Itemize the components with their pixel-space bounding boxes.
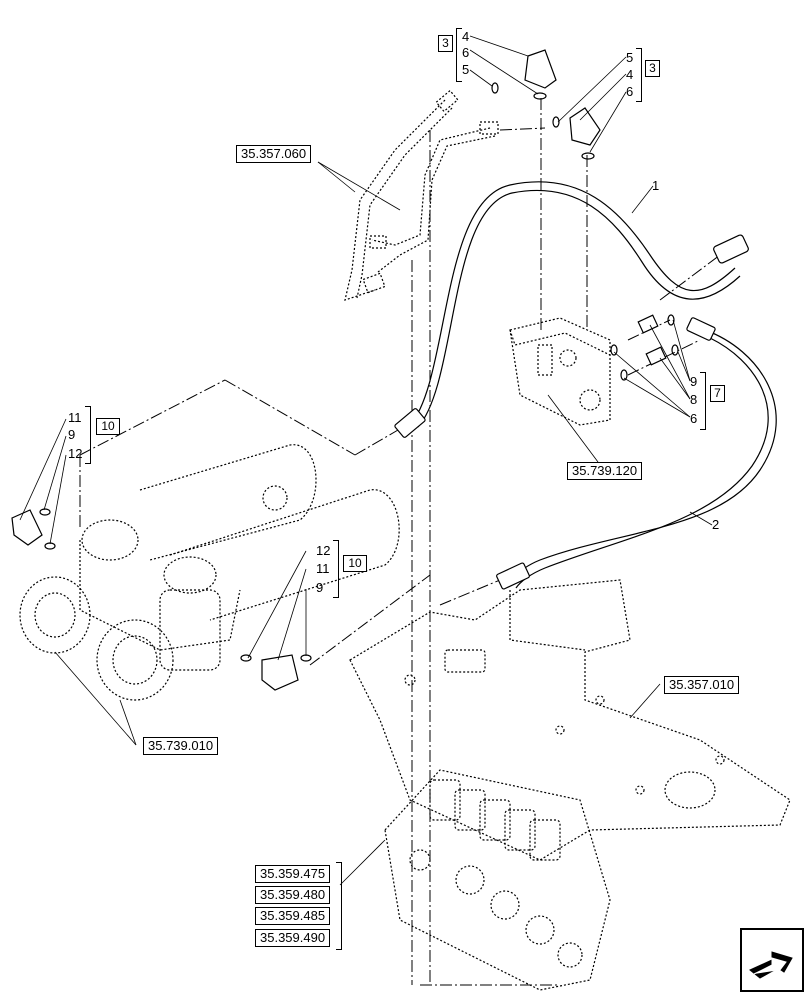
ref-label-valve-3[interactable]: 35.359.485 <box>255 907 331 925</box>
cylinders-assembly <box>19 444 400 701</box>
callout-item: 5 <box>626 50 634 65</box>
callout-item: 8 <box>690 392 698 407</box>
valve-ref-bracket <box>336 862 342 950</box>
ref-label-pipes[interactable]: 35.357.060 <box>236 145 312 163</box>
callout-item: 4 <box>626 67 634 82</box>
callout-item: 6 <box>626 84 634 99</box>
group-box-number[interactable]: 10 <box>96 418 120 435</box>
rigid-pipes <box>344 89 499 301</box>
center-lines <box>79 98 721 986</box>
frame-plate <box>349 579 791 861</box>
callout-item: 9 <box>68 427 76 442</box>
ref-label-valve-4[interactable]: 35.359.490 <box>255 929 331 947</box>
ref-label-frame[interactable]: 35.357.010 <box>664 676 740 694</box>
group-bracket <box>85 406 91 464</box>
callout-hose-1: 1 <box>652 178 660 193</box>
callout-item: 9 <box>690 374 698 389</box>
next-page-button[interactable] <box>740 928 804 992</box>
callout-item: 11 <box>68 410 82 425</box>
next-page-arrow-icon <box>749 951 793 979</box>
callout-item: 12 <box>68 446 83 461</box>
group-bracket <box>456 28 462 82</box>
control-valve-bank <box>384 769 611 991</box>
group-box-number[interactable]: 3 <box>645 60 660 77</box>
callout-item: 6 <box>462 45 470 60</box>
group-bracket <box>636 48 642 102</box>
hose-2 <box>496 317 777 590</box>
group-box-number[interactable]: 7 <box>710 385 725 402</box>
manifold-block <box>509 317 611 426</box>
callout-item: 12 <box>316 543 331 558</box>
cylinder-fittings <box>11 508 312 691</box>
ref-label-cylinders[interactable]: 35.739.010 <box>143 737 219 755</box>
hose-1 <box>394 181 749 438</box>
ref-label-valve-1[interactable]: 35.359.475 <box>255 865 331 883</box>
callout-item: 11 <box>316 561 330 576</box>
group-bracket <box>333 540 339 598</box>
ref-label-valve-2[interactable]: 35.359.480 <box>255 886 331 904</box>
callout-item: 5 <box>462 62 470 77</box>
callout-item: 6 <box>690 411 698 426</box>
top-fittings <box>491 49 601 160</box>
manifold-fittings <box>610 314 679 381</box>
ref-label-manifold[interactable]: 35.739.120 <box>567 462 643 480</box>
group-bracket <box>700 372 706 430</box>
callout-item: 4 <box>462 29 470 44</box>
group-box-number[interactable]: 10 <box>343 555 367 572</box>
callout-item: 9 <box>316 580 324 595</box>
group-box-number[interactable]: 3 <box>438 35 453 52</box>
leader-lines <box>19 35 713 886</box>
callout-hose-2: 2 <box>712 517 720 532</box>
